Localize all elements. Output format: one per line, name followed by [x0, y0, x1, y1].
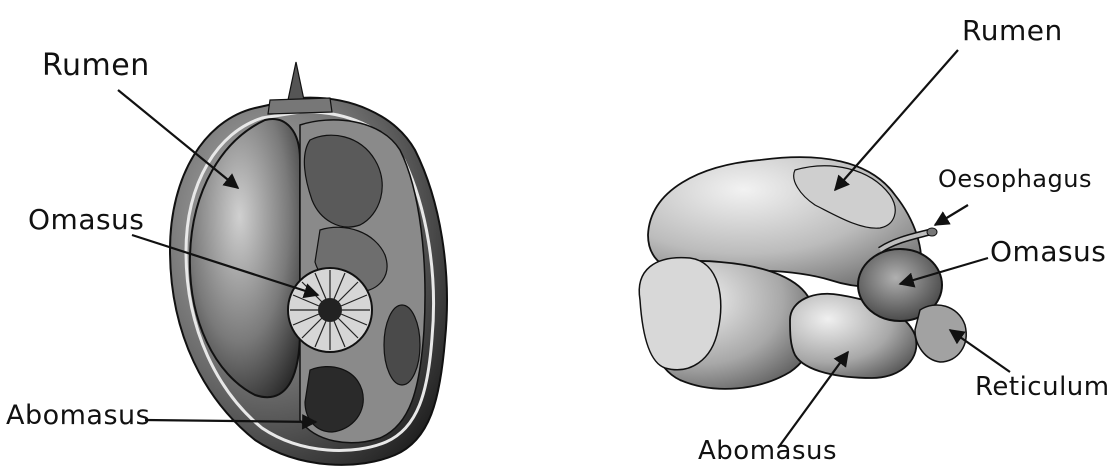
- right-abomasus-label: Abomasus: [698, 436, 837, 466]
- right-rumen-cap: [639, 258, 721, 370]
- left-top-collar: [268, 98, 332, 114]
- right-oesophagus-label: Oesophagus: [938, 165, 1092, 193]
- left-side-organ: [384, 305, 420, 385]
- right-omasus-label: Omasus: [990, 235, 1106, 268]
- right-stomach-external: [639, 157, 966, 389]
- left-oesophagus: [288, 62, 304, 100]
- left-abomasus-label: Abomasus: [6, 400, 150, 431]
- right-reticulum: [915, 305, 966, 362]
- right-reticulum-label: Reticulum: [975, 372, 1110, 402]
- left-rumen-label: Rumen: [42, 48, 150, 83]
- left-omasus-label: Omasus: [28, 203, 144, 236]
- right-oesophagus-arrow: [935, 205, 968, 225]
- left-omasus: [288, 268, 372, 352]
- left-stomach-section: [170, 62, 447, 465]
- right-rumen-label: Rumen: [962, 14, 1063, 47]
